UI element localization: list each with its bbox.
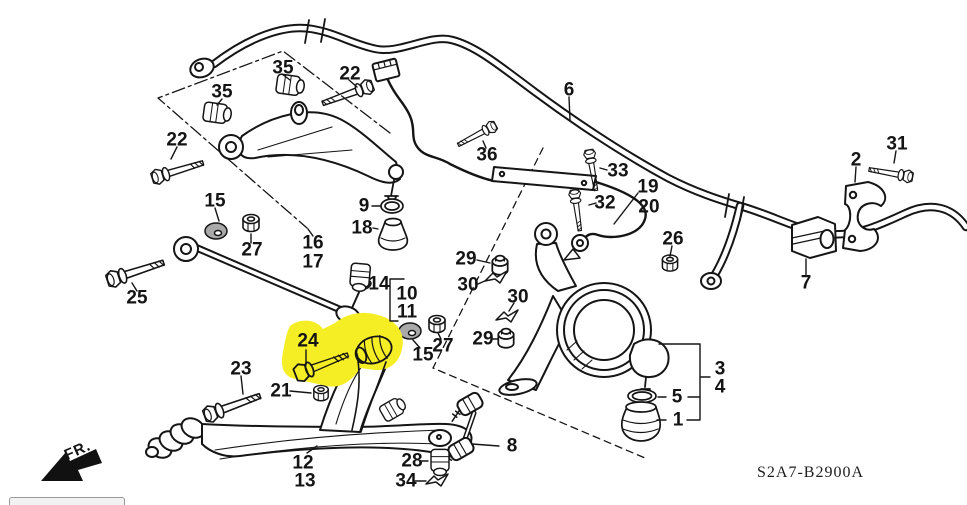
boot-ring-5 <box>627 388 657 404</box>
part-label-2[interactable]: 2 <box>850 149 862 171</box>
stabilizer-bracket-2 <box>842 181 887 252</box>
part-label-11[interactable]: 11 <box>396 301 418 323</box>
part-label-24[interactable]: 24 <box>297 330 319 352</box>
part-label-20[interactable]: 20 <box>638 196 660 218</box>
part-label-29[interactable]: 29 <box>455 248 477 270</box>
nut-21 <box>312 384 330 402</box>
part-label-8[interactable]: 8 <box>506 435 518 457</box>
stabilizer-bushing-7 <box>791 216 837 259</box>
part-label-5[interactable]: 5 <box>671 386 683 408</box>
ball-joint-ring-9 <box>380 198 404 214</box>
leader-lines <box>131 73 897 482</box>
part-label-14[interactable]: 14 <box>368 273 390 295</box>
part-label-30[interactable]: 30 <box>507 286 529 308</box>
part-label-31[interactable]: 31 <box>886 133 908 155</box>
part-label-13[interactable]: 13 <box>294 470 316 492</box>
nut-27a <box>242 213 260 233</box>
part-label-1[interactable]: 1 <box>672 409 684 431</box>
stabilizer-link-8 <box>443 391 484 469</box>
part-label-17[interactable]: 17 <box>302 251 324 273</box>
part-label-30[interactable]: 30 <box>457 274 479 296</box>
bolt-32 <box>567 188 587 233</box>
part-label-34[interactable]: 34 <box>395 470 417 492</box>
part-label-27[interactable]: 27 <box>432 335 454 357</box>
part-label-29[interactable]: 29 <box>472 328 494 350</box>
part-label-15[interactable]: 15 <box>204 190 226 212</box>
part-label-6[interactable]: 6 <box>563 79 575 101</box>
lateral-rod <box>173 236 372 325</box>
arm-arch-over-highlight <box>351 353 387 433</box>
part-label-23[interactable]: 23 <box>230 358 252 380</box>
abs-harness <box>371 57 647 261</box>
part-label-33[interactable]: 33 <box>607 160 629 182</box>
part-label-3[interactable]: 3 <box>714 358 726 380</box>
fr-arrow-icon <box>41 449 102 481</box>
lower-arm <box>145 351 473 460</box>
part-label-21[interactable]: 21 <box>270 380 292 402</box>
part-label-22[interactable]: 22 <box>339 63 361 85</box>
part-label-22[interactable]: 22 <box>166 129 188 151</box>
part-label-28[interactable]: 28 <box>401 450 423 472</box>
part-label-35[interactable]: 35 <box>211 81 233 103</box>
part-label-10[interactable]: 10 <box>396 283 418 305</box>
bolt-22b <box>149 154 207 187</box>
part-label-19[interactable]: 19 <box>637 176 659 198</box>
part-label-26[interactable]: 26 <box>662 228 684 250</box>
part-label-32[interactable]: 32 <box>594 192 616 214</box>
bump-stop-28 <box>430 448 450 477</box>
kit-boundary-dashed-line <box>432 147 646 459</box>
nut-26 <box>661 254 679 273</box>
arm-bushing <box>377 394 410 424</box>
lock-pin-30b <box>495 309 519 323</box>
kit-boundary-chain-line <box>157 50 391 229</box>
upper-arm <box>218 101 404 205</box>
part-label-4[interactable]: 4 <box>714 376 726 398</box>
bolt-24 <box>292 352 350 383</box>
part-label-36[interactable]: 36 <box>476 144 498 166</box>
ball-joint-boot-18 <box>377 217 409 251</box>
part-label-15[interactable]: 15 <box>412 344 434 366</box>
washer-15a <box>204 222 228 240</box>
part-label-12[interactable]: 12 <box>292 452 314 474</box>
bolt-31 <box>867 162 915 185</box>
part-label-7[interactable]: 7 <box>800 272 812 294</box>
bolt-25 <box>103 253 168 290</box>
ball-joint-boot-1 <box>620 401 662 442</box>
ui-fragment <box>9 497 125 505</box>
knuckle <box>498 222 670 397</box>
part-label-25[interactable]: 25 <box>126 287 148 309</box>
diagram-code: S2A7-B2900A <box>757 464 865 481</box>
castle-nut-29b <box>497 327 515 349</box>
part-label-35[interactable]: 35 <box>272 57 294 79</box>
nut-27b <box>428 314 446 334</box>
part-label-27[interactable]: 27 <box>241 239 263 261</box>
part-label-9[interactable]: 9 <box>358 195 370 217</box>
bolt-23 <box>200 386 264 426</box>
part-label-18[interactable]: 18 <box>351 217 373 239</box>
part-label-16[interactable]: 16 <box>302 232 324 254</box>
